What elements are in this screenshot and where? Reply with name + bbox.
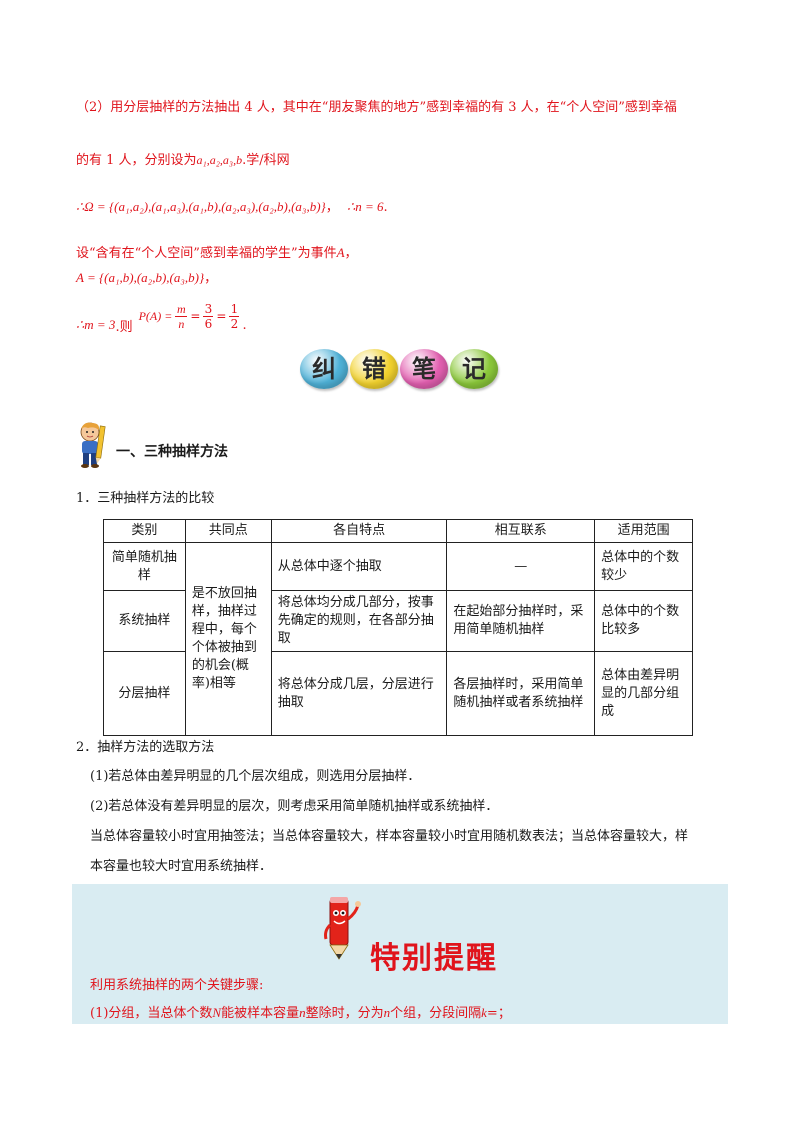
probability-lhs: P(A) = <box>138 308 173 323</box>
fraction-m-n: m n <box>175 301 188 331</box>
item-2-paragraph-2: (2)若总体没有差异明显的层次，则考虑采用简单随机抽样或系统抽样． <box>90 799 499 814</box>
event-definition: 设“含有在“个人空间”感到幸福的学生”为事件A， <box>76 243 358 264</box>
var-k: k <box>481 1005 487 1020</box>
header-scope: 适用范围 <box>594 519 693 543</box>
event-set: A = {(a₁,b),(a₂,b),(a₃,b)}， <box>76 268 217 289</box>
fraction-3-6: 3 6 <box>203 301 214 331</box>
then-text: .则 <box>115 319 133 335</box>
m-equation: ∴m = 3 <box>76 317 116 332</box>
event-text: 设“含有在“个人空间”感到幸福的学生”为事件 <box>76 246 337 261</box>
error-notes-banner: 纠 错 笔 记 <box>300 347 500 391</box>
item-2-paragraph-3b: 本容量也较大时宜用系统抽样． <box>90 859 273 874</box>
var-N: N <box>212 1005 222 1020</box>
banner-char-4: 记 <box>450 349 498 389</box>
fraction-denominator: 6 <box>204 316 213 331</box>
note-line-1: 利用系统抽样的两个关键步骤: <box>90 978 264 993</box>
watermark-text: .学/科网 <box>242 153 290 168</box>
note-text: =； <box>486 1006 511 1021</box>
table-header-row: 类别 共同点 各自特点 相互联系 适用范围 <box>103 519 693 543</box>
cell-feature: 从总体中逐个抽取 <box>270 542 448 591</box>
boy-with-pencil-icon <box>80 422 106 468</box>
pencil-mascot-icon <box>324 897 361 960</box>
cell-feature: 将总体分成几层，分层进行抽取 <box>270 651 448 736</box>
event-set-tail: ， <box>204 271 218 286</box>
item-1-title: 1．三种抽样方法的比较 <box>76 491 215 506</box>
special-reminder-box <box>72 884 728 1024</box>
omega-separator: ， <box>325 200 339 215</box>
item-2-paragraph-1: (1)若总体由差异明显的几个层次组成，则选用分层抽样． <box>90 769 421 784</box>
fraction-1-2: 1 2 <box>229 301 240 331</box>
event-tail: ， <box>344 246 358 261</box>
event-variable: A <box>336 245 345 260</box>
table-row: 分层抽样 将总体分成几层，分层进行抽取 各层抽样时，采用简单随机抽样或者系统抽样… <box>103 651 693 736</box>
header-common: 共同点 <box>184 519 272 543</box>
solution-line-1: （2）用分层抽样的方法抽出 4 人，其中在“朋友聚焦的地方”感到幸福的有 3 人… <box>76 100 677 115</box>
event-set-value: A = {(a₁,b),(a₂,b),(a₃,b)} <box>76 270 205 285</box>
cell-category: 简单随机抽样 <box>103 542 186 591</box>
fraction-denominator: 2 <box>230 316 239 331</box>
header-relation: 相互联系 <box>446 519 596 543</box>
banner-char-2: 错 <box>350 349 398 389</box>
cell-category: 分层抽样 <box>103 651 186 736</box>
n-equation-tail: . <box>383 200 388 215</box>
fraction-numerator: m <box>176 301 186 316</box>
header-category: 类别 <box>103 519 186 543</box>
header-feature: 各自特点 <box>270 519 448 543</box>
cell-scope: 总体由差异明显的几部分组成 <box>594 651 693 736</box>
banner-char-3: 笔 <box>400 349 448 389</box>
fraction-numerator: 3 <box>204 301 213 316</box>
cell-common: 是不放回抽样，抽样过程中，每个个体被抽到的机会(概率)相等 <box>184 542 272 736</box>
solution-line-2-text: 的有 1 人，分别设为 <box>76 153 197 168</box>
cell-scope: 总体中的个数较少 <box>594 542 693 591</box>
cell-relation: — <box>446 542 596 591</box>
probability-tail: . <box>242 317 247 333</box>
solution-line-2: 的有 1 人，分别设为a₁,a₂,a₃,b.学/科网 <box>76 150 290 171</box>
note-text: (1)分组，当总体个数 <box>90 1006 213 1021</box>
note-text: 个组，分段间隔 <box>390 1006 482 1021</box>
sampling-comparison-table: 类别 共同点 各自特点 相互联系 适用范围 简单随机抽样 是不放回抽样，抽样过程… <box>103 519 693 736</box>
omega-line: ∴Ω = {(a₁,a₂),(a₁,a₃),(a₁,b),(a₂,a₃),(a₂… <box>76 197 388 218</box>
note-text: 整除时，分为 <box>305 1006 384 1021</box>
probability-line: ∴m = 3 .则 P(A) = m n = 3 6 = 1 2 . <box>76 301 247 335</box>
fraction-denominator: n <box>178 316 185 331</box>
item-2-paragraph-3a: 当总体容量较小时宜用抽签法；当总体容量较大，样本容量较小时宜用随机数表法；当总体… <box>90 829 689 844</box>
item-2-title: 2．抽样方法的选取方法 <box>76 740 215 755</box>
omega-set: ∴Ω = {(a₁,a₂),(a₁,a₃),(a₁,b),(a₂,a₃),(a₂… <box>76 199 326 214</box>
cell-category: 系统抽样 <box>103 590 186 652</box>
fraction-numerator: 1 <box>230 301 239 316</box>
note-text: 能被样本容量 <box>221 1006 300 1021</box>
variables-a1-a2-a3-b: a₁,a₂,a₃,b <box>196 153 243 167</box>
cell-relation: 在起始部分抽样时，采用简单随机抽样 <box>446 590 596 652</box>
banner-char-1: 纠 <box>300 349 348 389</box>
var-n: n <box>299 1005 306 1020</box>
cell-feature: 将总体均分成几部分，按事先确定的规则，在各部分抽取 <box>270 590 448 652</box>
special-reminder-title: 特别提醒 <box>370 941 498 976</box>
cell-relation: 各层抽样时，采用简单随机抽样或者系统抽样 <box>446 651 596 736</box>
table-row: 简单随机抽样 是不放回抽样，抽样过程中，每个个体被抽到的机会(概率)相等 从总体… <box>103 542 693 736</box>
section-title: 一、三种抽样方法 <box>116 444 228 460</box>
var-n: n <box>383 1005 391 1020</box>
cell-scope: 总体中的个数比较多 <box>594 590 693 652</box>
note-line-2: (1)分组，当总体个数N能被样本容量n整除时，分为n个组，分段间隔k=； <box>90 1003 511 1024</box>
n-equation: ∴n = 6 <box>347 199 384 214</box>
